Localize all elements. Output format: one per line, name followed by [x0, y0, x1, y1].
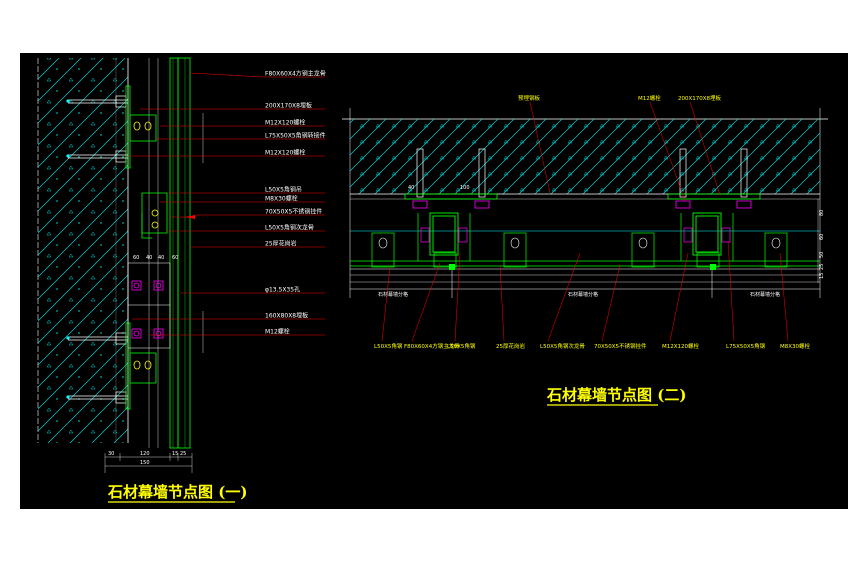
main-steel-keel: [429, 212, 722, 256]
cad-viewport[interactable]: F80X60X4方钢主龙骨 200X170X8埋板 M12X120螺栓 L75X50X…: [20, 53, 848, 509]
dimension-value: 60: [172, 255, 178, 261]
title-detail-2: 石材幕墙节点图 (二): [546, 386, 686, 404]
detail-2-inline-label: 石材幕墙分格: [378, 291, 408, 298]
embed-plate: [667, 193, 761, 200]
title-detail-1: 石材幕墙节点图 (一): [107, 483, 247, 501]
granite-panel: [177, 57, 191, 449]
detail-2-bottom-label: M12X120螺栓: [662, 342, 700, 350]
leader-line: [727, 240, 735, 342]
detail-1-label: L50X5角钢次龙骨: [265, 224, 314, 232]
stainless-hanger: [131, 280, 164, 339]
dimension-value: 60: [819, 234, 825, 240]
leader-line: [189, 72, 264, 78]
cad-drawing: F80X60X4方钢主龙骨 200X170X8埋板 M12X120螺栓 L75X50X…: [37, 57, 828, 503]
dimension-value: 80: [819, 210, 825, 216]
leader-line: [669, 252, 689, 342]
bolt-hole: [133, 121, 159, 370]
detail-2: [342, 108, 828, 298]
leader-line: [601, 264, 621, 342]
leader-line: [499, 264, 505, 342]
leader-line: [381, 266, 391, 342]
detail-2-top-label: 预埋钢板: [518, 94, 541, 102]
detail-1-labels: F80X60X4方钢主龙骨 200X170X8埋板 M12X120螺栓 L75X50X…: [265, 70, 326, 336]
detail-2-bottom-label: L50X5角钢: [374, 342, 403, 350]
detail-2-bottom-label: L50X5角钢: [447, 342, 476, 350]
detail-2-top-label: M12螺栓: [638, 94, 661, 102]
leader-line: [454, 252, 461, 342]
detail-1-label: L75X50X5角钢转接件: [265, 132, 326, 140]
detail-2-top-label: 200X170X8埋板: [678, 94, 722, 102]
dimension-value: 25: [180, 451, 186, 457]
anchor-bolt: [416, 148, 748, 198]
stone-clip: [371, 232, 788, 268]
dimension-value: 50: [819, 252, 825, 258]
angle-connector: [129, 114, 168, 384]
dimension-value: 15: [819, 273, 825, 279]
main-steel-keel: [169, 57, 179, 449]
leader-line: [689, 101, 721, 196]
bolt-nut: [412, 200, 752, 209]
anchor-bolt: [68, 95, 128, 404]
detail-1-label: 160X80X8埋板: [265, 312, 308, 320]
leader-line: [411, 262, 441, 342]
detail-2-bottom-label: M8X30螺栓: [780, 342, 811, 350]
detail-1-label: M8X30螺栓: [265, 195, 298, 203]
concrete-slab: [350, 119, 820, 194]
detail-1-label: 70X50X5不锈钢挂件: [265, 208, 322, 216]
dimension-value: 15: [172, 451, 178, 457]
clip-hole: [378, 237, 781, 249]
detail-2-inline-label: 石材幕墙分格: [568, 291, 598, 298]
detail-2-dimensions: 40 100 80 60 50 25 15 石材幕墙分格 石材幕墙分格 石材幕墙分格: [378, 185, 825, 298]
detail-1-label: φ13.5X35孔: [265, 286, 300, 294]
detail-2-bottom-label: L75X50X5角钢: [726, 342, 766, 350]
detail-2-inline-label: 石材幕墙分格: [750, 291, 780, 298]
detail-1-label: M12螺栓: [265, 328, 290, 336]
detail-2-top-labels: 预埋钢板 M12螺栓 200X170X8埋板: [518, 94, 722, 102]
dimension-value: 100: [460, 185, 470, 191]
dimension-value: 40: [146, 255, 152, 261]
leader-line: [779, 252, 789, 342]
leader-line: [649, 101, 686, 202]
detail-2-bottom-label: F80X60X4方钢主龙骨: [404, 342, 460, 350]
dimension-value: 120: [140, 451, 150, 457]
dimension-value: 40: [158, 255, 164, 261]
detail-2-bottom-label: L50X5角钢次龙骨: [540, 342, 585, 350]
embed-plate: [404, 193, 498, 200]
leader-line: [547, 252, 581, 342]
detail-2-bottom-label: 25厚花岗岩: [496, 342, 525, 350]
detail-1-label: M12X120螺栓: [265, 149, 305, 157]
dimension-value: 60: [133, 255, 139, 261]
detail-2-bottom-label: 70X50X5不锈钢挂件: [594, 342, 647, 350]
concrete-wall: [38, 58, 128, 443]
leader-line: [529, 101, 551, 194]
dimension-value: 30: [108, 451, 114, 457]
detail-1: [37, 57, 204, 473]
detail-1-label: 200X170X8埋板: [265, 102, 312, 110]
detail-1-label: L50X5角钢吊: [265, 186, 302, 194]
dimension-total: 150: [140, 460, 150, 466]
dimension-value: 40: [408, 185, 414, 191]
dimension-value: 25: [819, 264, 825, 270]
detail-1-label: M12X120螺栓: [265, 119, 305, 127]
detail-1-label: 25厚花岗岩: [265, 240, 297, 248]
detail-1-label: F80X60X4方钢主龙骨: [265, 70, 326, 78]
